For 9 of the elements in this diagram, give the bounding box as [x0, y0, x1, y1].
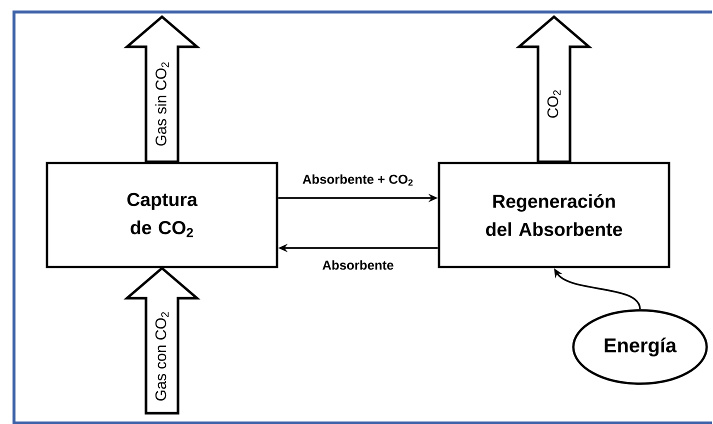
block-arrow: [124, 15, 200, 164]
process-box: Regeneración del Absorbente: [438, 162, 670, 268]
edge-label: CO$_{2}$: [547, 90, 561, 118]
edge-label: Absorbente + CO$_{2}$: [301, 173, 415, 187]
edge-label: Gas sin CO$_{2}$: [155, 62, 169, 146]
block-arrow: [516, 15, 592, 164]
edge-label: Gas con CO$_{2}$: [155, 312, 169, 401]
edge-label: Absorbente: [321, 259, 395, 271]
process-box: Captura de CO$_{2}$: [46, 162, 278, 268]
